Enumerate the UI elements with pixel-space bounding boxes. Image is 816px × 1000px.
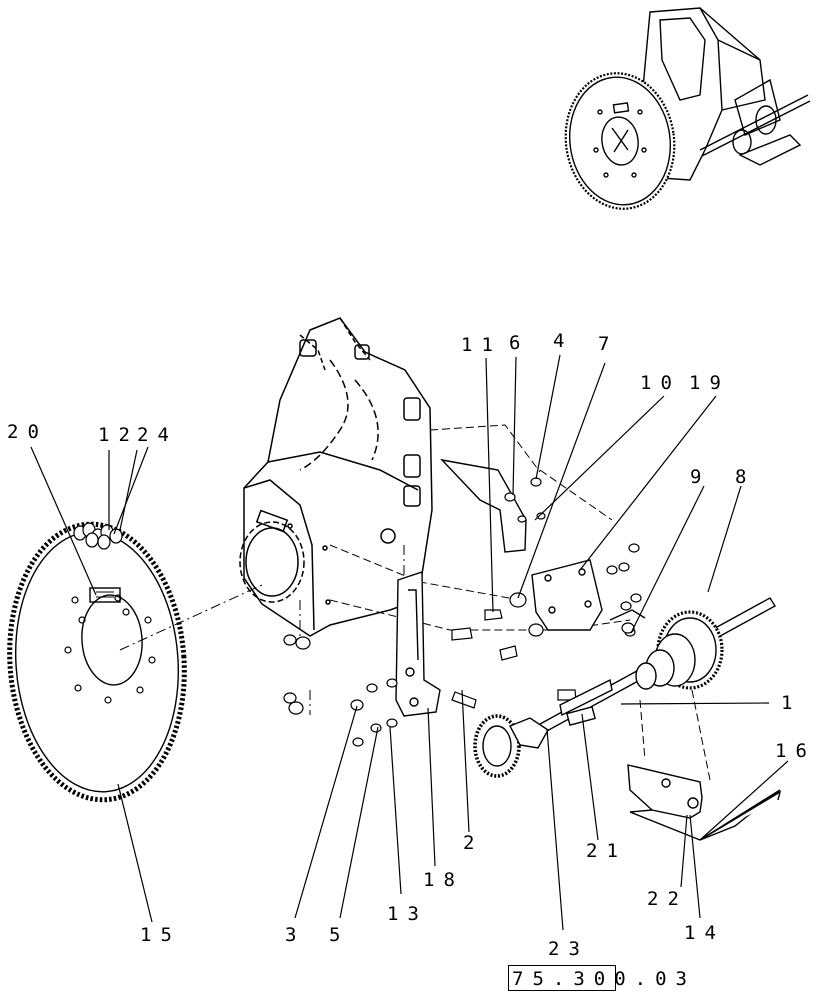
callout-20: 20 <box>7 421 48 443</box>
callout-18: 18 <box>423 869 464 891</box>
large-sprocket <box>7 521 187 803</box>
callout-2: 2 <box>463 832 484 854</box>
callout-23: 23 <box>548 938 589 960</box>
lower-bracket <box>627 764 782 841</box>
shaft-assembly <box>473 597 776 778</box>
callout-1: 1 <box>781 692 802 714</box>
callout-22: 22 <box>647 888 688 910</box>
callout-9: 9 <box>690 466 711 488</box>
callout-14: 14 <box>684 922 725 944</box>
callout-16: 16 <box>775 740 816 762</box>
reference-code: 75.300.03 <box>512 968 696 990</box>
callout-21: 21 <box>586 840 627 862</box>
callout-10: 10 <box>640 372 681 394</box>
callout-5: 5 <box>329 924 350 946</box>
main-housing <box>239 317 433 637</box>
callout-12: 12 <box>98 424 139 446</box>
callout-4: 4 <box>553 330 574 352</box>
reference-code-box <box>508 965 616 991</box>
callout-6: 6 <box>509 332 530 354</box>
callout-19: 19 <box>689 372 730 394</box>
callout-13: 13 <box>387 903 428 925</box>
callout-8: 8 <box>735 466 756 488</box>
callout-7: 7 <box>598 333 619 355</box>
callout-24: 24 <box>137 424 178 446</box>
assembled-view-inset <box>564 7 811 210</box>
callout-11: 11 <box>461 334 502 356</box>
chain-links <box>73 522 123 550</box>
vertical-plate <box>395 571 441 717</box>
callout-leader-lines <box>30 354 789 931</box>
callout-15: 15 <box>140 924 181 946</box>
callout-3: 3 <box>285 924 306 946</box>
bearing-plate <box>440 458 603 631</box>
